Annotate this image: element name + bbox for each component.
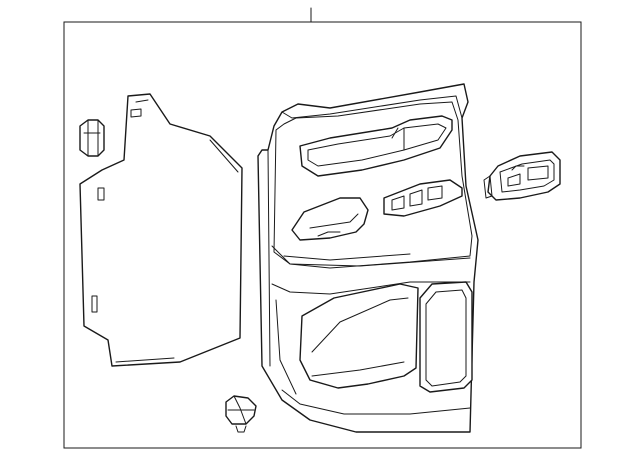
door-trim-panel[interactable] <box>257 83 479 433</box>
diagram-frame <box>63 21 582 449</box>
water-deflector[interactable] <box>79 93 243 367</box>
deflector-clip[interactable] <box>79 119 105 157</box>
inside-handle[interactable] <box>483 151 561 201</box>
push-pin-retainer[interactable] <box>225 395 257 433</box>
